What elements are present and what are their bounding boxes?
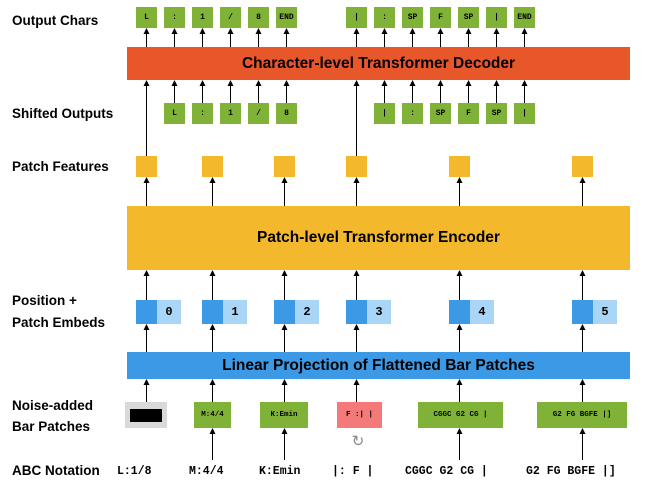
patch-embed <box>202 300 223 324</box>
mask-fill <box>130 408 162 422</box>
output-char-token: | <box>486 7 507 28</box>
shifted-token: : <box>192 103 213 124</box>
label-position-line1: Position + <box>12 293 77 308</box>
noise-patch: K:Emin <box>260 402 308 428</box>
output-char-token: END <box>514 7 535 28</box>
shifted-token: 1 <box>220 103 241 124</box>
label-noise-line2: Bar Patches <box>12 419 91 434</box>
position-embed: 0 <box>157 300 181 324</box>
abc-token: G2 FG BGFE |] <box>526 465 616 478</box>
output-char-token: | <box>346 7 367 28</box>
abc-token: CGGC G2 CG | <box>405 465 488 478</box>
label-shifted-outputs: Shifted Outputs <box>12 106 114 121</box>
output-char-token: F <box>430 7 451 28</box>
abc-token: |: F | <box>332 465 374 478</box>
patch-feature <box>346 156 367 177</box>
encoder-block: Patch-level Transformer Encoder <box>127 206 630 270</box>
output-char-token: SP <box>402 7 423 28</box>
shifted-token: F <box>458 103 479 124</box>
output-char-token: SP <box>458 7 479 28</box>
noise-patch: G2 FG BGFE |] <box>537 402 627 428</box>
shifted-token: L <box>164 103 185 124</box>
shifted-token: / <box>248 103 269 124</box>
projection-block: Linear Projection of Flattened Bar Patch… <box>127 352 630 379</box>
patch-embed <box>136 300 157 324</box>
label-output-chars: Output Chars <box>12 13 99 28</box>
patch-embed <box>572 300 593 324</box>
patch-embed <box>346 300 367 324</box>
abc-token: M:4/4 <box>189 465 224 478</box>
position-embed: 3 <box>367 300 391 324</box>
patch-embed <box>449 300 470 324</box>
shifted-token: SP <box>486 103 507 124</box>
label-abc-notation: ABC Notation <box>12 463 100 478</box>
output-char-token: L <box>136 7 157 28</box>
output-char-token: 8 <box>248 7 269 28</box>
shifted-token: : <box>402 103 423 124</box>
position-embed: 2 <box>295 300 319 324</box>
output-char-token: : <box>164 7 185 28</box>
shifted-token: | <box>374 103 395 124</box>
label-position-line2: Patch Embeds <box>12 315 106 330</box>
label-patch-features: Patch Features <box>12 159 109 174</box>
output-char-token: END <box>276 7 297 28</box>
decoder-block: Character-level Transformer Decoder <box>127 47 630 80</box>
shifted-token: 8 <box>276 103 297 124</box>
abc-token: L:1/8 <box>117 465 152 478</box>
patch-feature <box>136 156 157 177</box>
noise-patch: CGGC G2 CG | <box>418 402 503 428</box>
shifted-token: SP <box>430 103 451 124</box>
output-char-token: 1 <box>192 7 213 28</box>
abc-token: K:Emin <box>259 465 301 478</box>
output-char-token: : <box>374 7 395 28</box>
patch-feature <box>202 156 223 177</box>
masked-patch <box>125 402 167 428</box>
position-embed: 5 <box>593 300 617 324</box>
patch-embed <box>274 300 295 324</box>
patch-feature <box>572 156 593 177</box>
output-char-token: / <box>220 7 241 28</box>
position-embed: 1 <box>223 300 247 324</box>
patch-feature <box>449 156 470 177</box>
patch-feature <box>274 156 295 177</box>
label-noise-line1: Noise-added <box>12 398 94 413</box>
shifted-token: | <box>514 103 535 124</box>
noise-icon: ↻ <box>351 432 365 450</box>
position-embed: 4 <box>470 300 494 324</box>
noise-patch: M:4/4 <box>194 402 231 428</box>
noisy-patch: F :| | <box>337 402 382 428</box>
